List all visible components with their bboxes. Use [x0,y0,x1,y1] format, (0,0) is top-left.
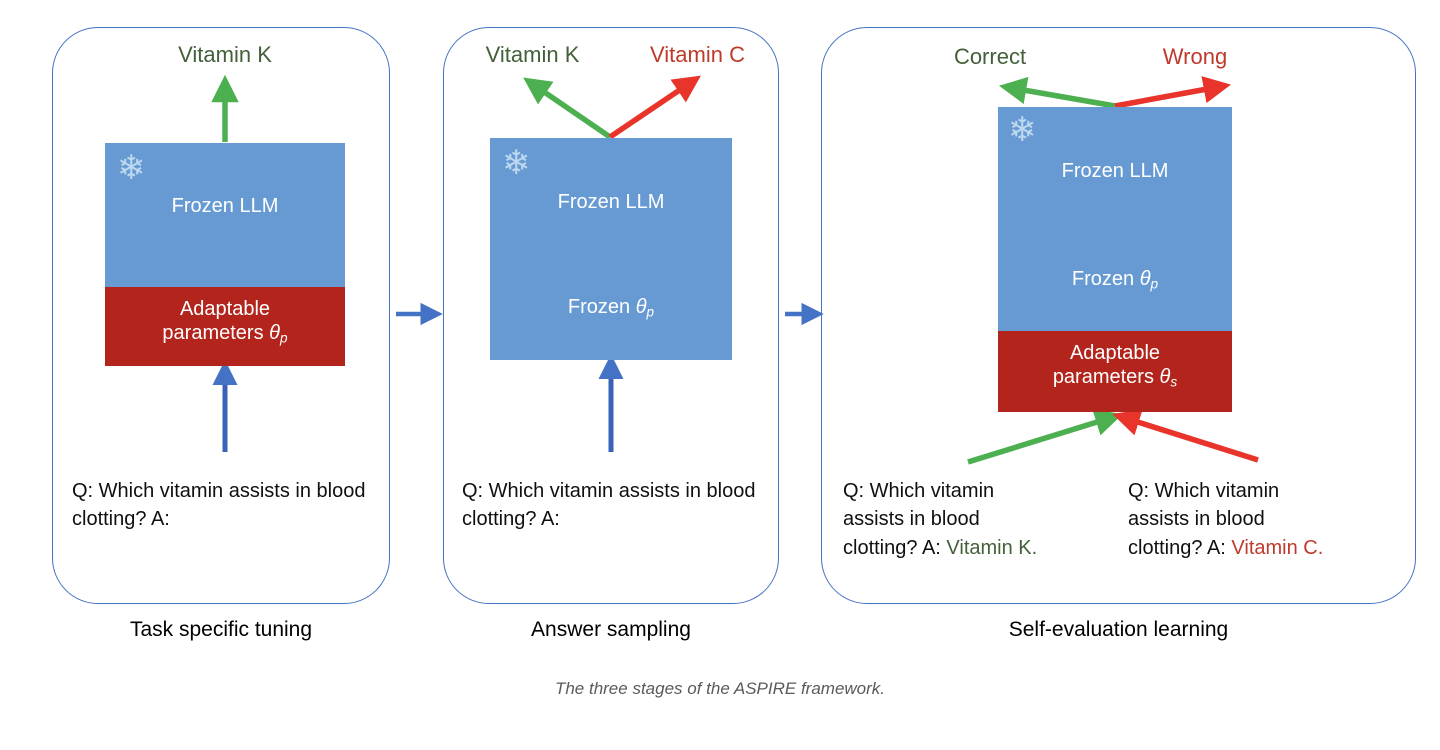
panel3-adaptable-line2: parameters [1052,366,1154,389]
snowflake-icon: ❄ [117,149,146,187]
panel1-theta-subscript: p [280,330,288,346]
panel2-frozen-llm-block: ❄ Frozen LLM Frozen θp [490,138,732,360]
panel1-adaptable-line2: parameters [162,322,264,345]
panel1-adaptable-parameters-block: Adaptable parameters θp [105,287,345,366]
stage-label-2: Answer sampling [531,618,691,641]
snowflake-icon: ❄ [502,144,531,182]
panel1-theta-symbol: θ [269,322,280,345]
panel3-adaptable-label: Adaptable parameters θs [998,341,1232,392]
panel3-adaptable-parameters-block: Adaptable parameters θs [998,331,1232,412]
stage-label-3: Self-evaluation learning [1008,618,1229,641]
panel2-frozen-word: Frozen [567,296,631,318]
panel3-question-text-wrong: Q: Which vitamin assists in blood clotti… [1128,477,1343,562]
panel3-question-answer-wrong: Vitamin C. [1231,536,1324,559]
panel1-frozen-llm-block: ❄ Frozen LLM [105,143,345,287]
panel2-theta-symbol: θ [635,296,647,318]
figure-caption: The three stages of the ASPIRE framework… [554,679,886,698]
panel3-adaptable-line1: Adaptable [1069,342,1161,364]
panel3-output-label-correct: Correct [953,44,1027,69]
panel3-frozen-theta-label: Frozen θp [998,267,1232,293]
panel3-theta-p-symbol: θ [1139,268,1151,290]
panel3-question-prompt-correct: Q: Which vitamin assists in blood clotti… [843,480,995,559]
panel1-frozen-llm-label: Frozen LLM [171,195,279,217]
panel2-question-text: Q: Which vitamin assists in blood clotti… [462,480,756,531]
panel3-frozen-llm-block: ❄ Frozen LLM Frozen θp [998,107,1232,331]
stage-panel-task-specific-tuning [52,27,390,604]
panel2-theta-subscript: p [646,304,655,320]
panel2-frozen-theta-label: Frozen θp [490,295,732,321]
panel3-theta-p-subscript: p [1150,276,1159,292]
panel2-output-label-correct: Vitamin K [485,42,580,67]
panel3-question-answer-correct: Vitamin K. [946,536,1038,559]
panel3-question-text-correct: Q: Which vitamin assists in blood clotti… [843,477,1058,562]
snowflake-icon: ❄ [1008,111,1037,149]
stage-panel-answer-sampling [443,27,779,604]
panel3-theta-s-subscript: s [1170,374,1178,390]
stage-label-1: Task specific tuning [129,618,313,641]
panel1-question-text: Q: Which vitamin assists in blood clotti… [72,480,366,531]
panel1-adaptable-label: Adaptable parameters θp [105,297,345,348]
panel2-output-label-wrong: Vitamin C [650,42,745,67]
panel3-frozen-llm-label: Frozen LLM [1061,160,1169,182]
panel3-theta-s-symbol: θ [1159,366,1171,389]
panel3-question-prompt-wrong: Q: Which vitamin assists in blood clotti… [1128,480,1280,559]
panel1-adaptable-line1: Adaptable [179,298,271,320]
panel2-frozen-llm-label: Frozen LLM [557,191,665,213]
stage-panel-self-evaluation-learning [821,27,1416,604]
panel1-output-label: Vitamin K [178,42,272,67]
panel3-output-label-wrong: Wrong [1162,44,1228,69]
panel3-frozen-word: Frozen [1071,268,1135,290]
